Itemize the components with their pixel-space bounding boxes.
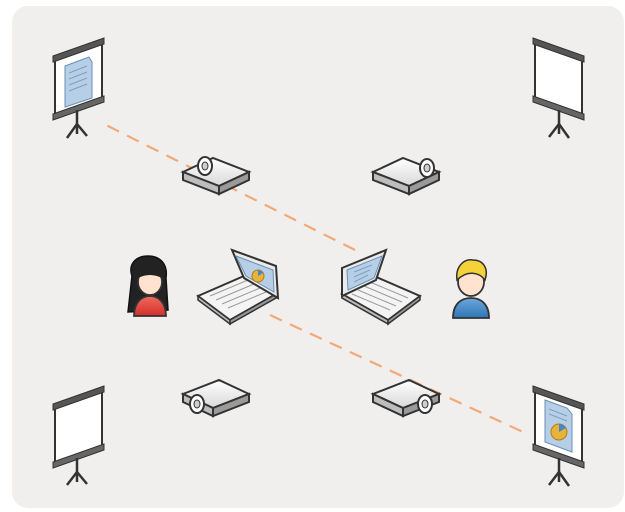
- person-woman-icon: [127, 255, 169, 317]
- document-icon: [64, 56, 93, 108]
- laptop-left: [196, 248, 280, 326]
- projection-screen-top-right: [532, 37, 585, 139]
- projector-bottom-right: [370, 378, 442, 418]
- projection-screen-bottom-left: [52, 385, 105, 486]
- document-icon: [353, 264, 373, 283]
- chart-document-icon: [544, 399, 573, 453]
- projection-screen-top-left: [52, 37, 105, 139]
- laptop-right: [339, 248, 422, 326]
- person-man-icon: [452, 258, 490, 319]
- projector-top-right: [370, 156, 442, 196]
- projector-top-left: [180, 156, 252, 196]
- link-laptop-left-to-screen-bottom-right: [269, 314, 524, 433]
- diagram-canvas: [12, 6, 624, 508]
- projection-screen-bottom-right: [532, 385, 585, 487]
- projector-bottom-left: [180, 378, 252, 418]
- chart-icon: [251, 269, 265, 283]
